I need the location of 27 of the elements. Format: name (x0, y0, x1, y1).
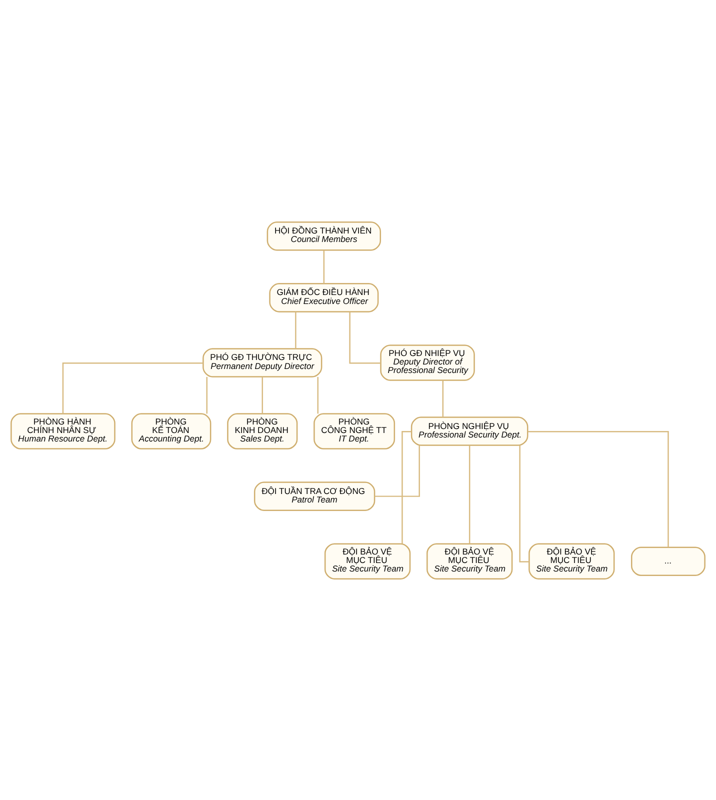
node-box: PHÓ GĐ THƯỜNG TRỰC Permanent Deputy Director (202, 348, 322, 377)
node-box: PHÓ GĐ NHIỆP VỤ Deputy Director of Professional Security (380, 344, 475, 380)
connector (374, 444, 420, 496)
connector (295, 311, 296, 348)
node-box: ... (631, 546, 706, 576)
connector (349, 311, 381, 364)
connector (317, 376, 318, 414)
connector (468, 444, 470, 544)
connector (323, 250, 325, 283)
node-box: PHÒNG KINH DOANH Sales Dept. (227, 412, 298, 449)
connector (262, 376, 263, 414)
node-box: HỘI ĐỒNG THÀNH VIÊN Council Members (266, 221, 382, 250)
connector (519, 444, 530, 562)
node-box: PHÒNG HÀNH CHÍNH NHÂN SỰ Human Resource Dept. (10, 412, 116, 449)
node-box: ĐỘI TUẦN TRA CƠ ĐỘNG Patrol Team (254, 481, 376, 510)
node-box: GIÁM ĐỐC ĐIỀU HÀNH Chief Executive Officer (269, 282, 379, 312)
node-box: PHÒNG KẾ TOÁN Accounting Dept. (131, 412, 212, 449)
connector (402, 430, 412, 544)
node-box: ĐỘI BẢO VỆ MỤC TIÊU Site Security Team (528, 542, 615, 579)
connector (206, 376, 208, 414)
node-box: ĐỘI BẢO VỆ MỤC TIÊU Site Security Team (426, 542, 513, 579)
connector (442, 380, 444, 417)
node-box: ĐỘI BẢO VỆ MỤC TIÊU Site Security Team (324, 542, 411, 579)
node-box: PHÒNG NGHIỆP VỤ Professional Security Dept. (410, 416, 528, 446)
node-box: PHÒNG CÔNG NGHỆ TT IT Dept. (314, 412, 396, 449)
connector (62, 362, 204, 414)
connector (528, 430, 669, 547)
